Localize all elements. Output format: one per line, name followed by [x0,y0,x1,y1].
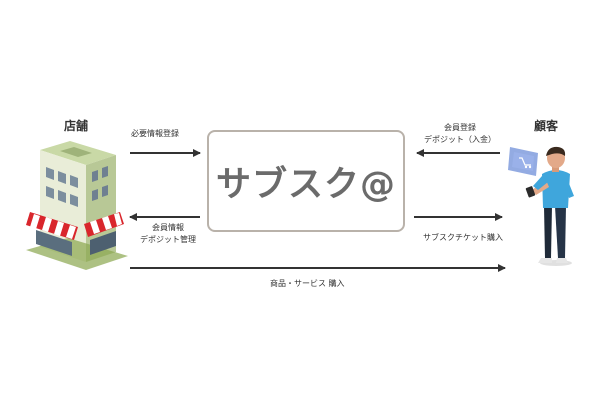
customer-person-icon [508,146,574,266]
flow-label-member-info-line1: 会員情報 [152,223,184,232]
customer-label: 顧客 [534,119,559,133]
service-box [207,130,405,232]
store-label: 店舗 [64,119,89,133]
flow-label-member-info: 会員情報 デポジット管理 [128,222,208,246]
flow-label-member-register-line1: 会員登録 [444,123,476,132]
service-logo: サブスク@ [215,164,396,205]
flow-label-ticket-purchase: サブスクチケット購入 [423,233,503,242]
store-building-icon [26,141,128,270]
flow-label-member-register-line2: デポジット（入金） [424,135,496,144]
flow-label-register-info: 必要情報登録 [131,129,179,138]
flow-label-member-register: 会員登録 デポジット（入金） [420,122,500,146]
flow-label-member-info-line2: デポジット管理 [140,235,196,244]
flow-label-goods-purchase: 商品・サービス 購入 [270,279,345,288]
